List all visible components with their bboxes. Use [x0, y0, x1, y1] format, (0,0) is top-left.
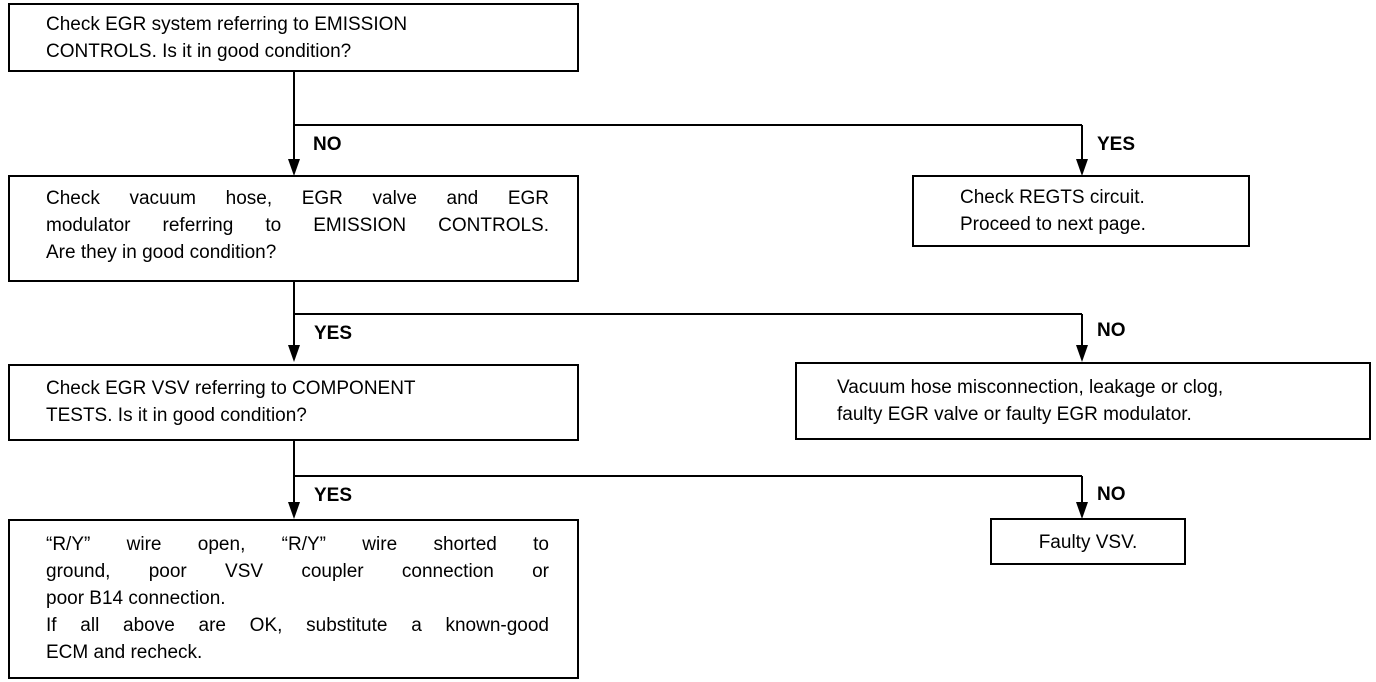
ry-wire-line-1: “R/Y” wire open, “R/Y” wire shorted to	[46, 534, 549, 555]
label-yes-1: YES	[1097, 134, 1136, 155]
check-egr-system-text: Check EGR system referring to EMISSION C…	[46, 14, 408, 62]
label-no-2: NO	[1097, 320, 1126, 341]
faulty-vsv-text: Faulty VSV.	[1038, 532, 1138, 553]
ry-wire-line-5: ECM and recheck.	[46, 642, 203, 663]
check-egr-vsv-text: Check EGR VSV referring to COMPONENT TES…	[46, 378, 416, 426]
ry-wire-box: “R/Y” wire open, “R/Y” wire shorted to g…	[8, 519, 579, 679]
check-vacuum-hose-line-3: Are they in good condition?	[46, 242, 277, 263]
label-yes-3: YES	[314, 485, 353, 506]
check-regts-text: Check REGTS circuit. Proceed to next pag…	[960, 187, 1146, 235]
arrowhead-no-2	[1076, 345, 1088, 362]
arrowhead-no-3	[1076, 502, 1088, 519]
arrowhead-yes-3	[288, 502, 300, 519]
check-regts-box: Check REGTS circuit. Proceed to next pag…	[912, 175, 1250, 247]
vacuum-fault-box: Vacuum hose misconnection, leakage or cl…	[795, 362, 1371, 440]
check-vacuum-hose-box: Check vacuum hose, EGR valve and EGR mod…	[8, 175, 579, 282]
arrowhead-no-1	[288, 159, 300, 176]
ry-wire-line-4: If all above are OK, substitute a known-…	[46, 615, 549, 636]
vacuum-fault-text: Vacuum hose misconnection, leakage or cl…	[837, 377, 1224, 425]
faulty-vsv-box: Faulty VSV.	[990, 518, 1186, 565]
label-yes-2: YES	[314, 323, 353, 344]
check-vacuum-hose-line-2: modulator referring to EMISSION CONTROLS…	[46, 215, 549, 236]
label-no-1: NO	[313, 134, 342, 155]
arrowhead-yes-1	[1076, 159, 1088, 176]
arrowhead-yes-2	[288, 345, 300, 362]
ry-wire-line-2: ground, poor VSV coupler connection or	[46, 561, 549, 582]
label-no-3: NO	[1097, 484, 1126, 505]
connector-branch-2	[293, 281, 1083, 346]
connector-branch-1	[293, 71, 1083, 160]
connector-branch-3	[293, 440, 1083, 503]
ry-wire-line-3: poor B14 connection.	[46, 588, 226, 609]
check-egr-vsv-box: Check EGR VSV referring to COMPONENT TES…	[8, 364, 579, 441]
check-egr-system-box: Check EGR system referring to EMISSION C…	[8, 3, 579, 72]
check-vacuum-hose-line-1: Check vacuum hose, EGR valve and EGR	[46, 188, 549, 209]
